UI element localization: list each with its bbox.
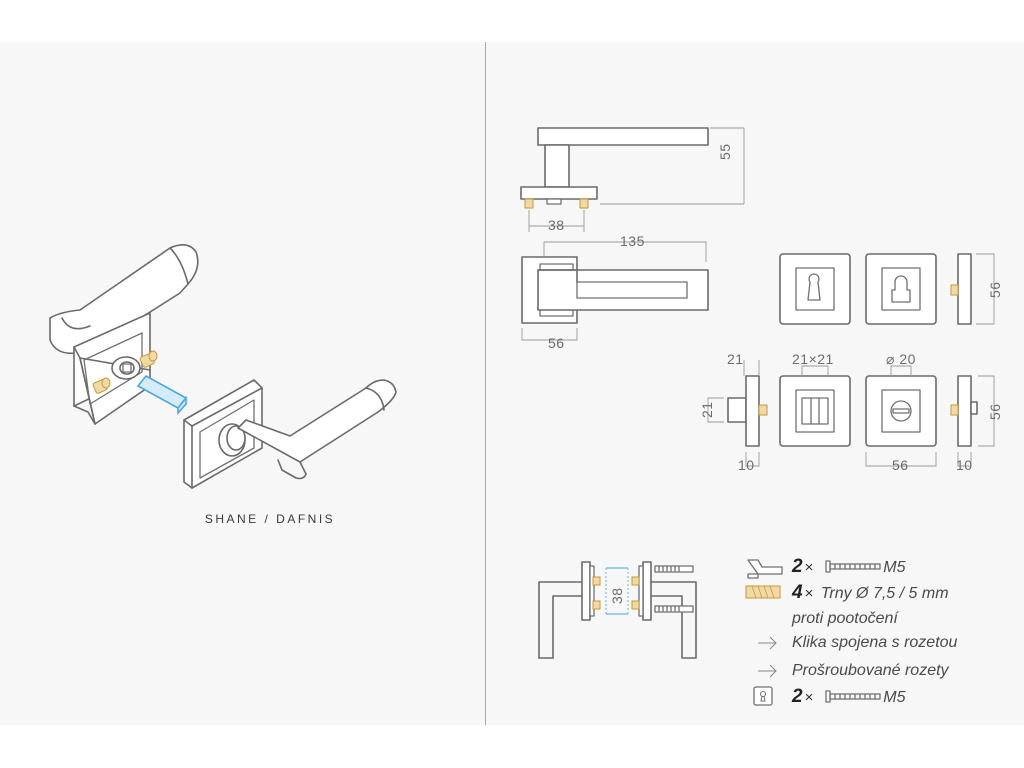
dim-wc-knob-depth: 21 — [699, 401, 715, 418]
dim-wc-diameter: ⌀ 20 — [886, 351, 916, 367]
legend-text: Trny Ø 7,5 / 5 mm — [820, 585, 949, 602]
product-name: SHANE / DAFNIS — [204, 512, 336, 526]
arrow-icon — [758, 636, 777, 678]
pin-icon — [745, 585, 781, 599]
legend-times: × — [804, 585, 814, 602]
legend-times: × — [804, 689, 814, 706]
screw-icon-2 — [825, 690, 881, 703]
front-rose — [183, 379, 263, 489]
escutcheon-screw-icon — [753, 686, 773, 706]
handle-top-view — [521, 241, 709, 341]
handle-side-view — [520, 127, 745, 232]
legend-text: Prošroubované rozety — [792, 662, 949, 679]
drawing-panel — [0, 42, 1024, 725]
legend-row-screws-lever: 2× M5 — [792, 556, 905, 578]
legend-count: 2 — [792, 556, 803, 577]
legend-times: × — [804, 559, 814, 576]
dim-rose-size: 56 — [548, 335, 565, 351]
dim-escutcheon-height: 56 — [987, 281, 1003, 298]
dim-depth-right: 10 — [956, 457, 973, 473]
dim-depth-left: 10 — [738, 457, 755, 473]
installation-section — [538, 561, 697, 659]
legend-text: M5 — [883, 559, 906, 576]
panel-divider — [485, 42, 486, 725]
wc-knob-side — [707, 360, 768, 467]
wc-thumbturn-rose — [779, 365, 851, 447]
screw-icon-1 — [825, 560, 881, 573]
front-lever — [237, 379, 397, 480]
back-lever — [49, 244, 199, 355]
legend-count: 2 — [792, 686, 803, 707]
wc-rose-side-right — [950, 375, 995, 467]
escutcheon-side — [950, 253, 995, 325]
dim-install-pin-spacing: 38 — [609, 587, 625, 604]
legend-row-pins: 4× Trny Ø 7,5 / 5 mm — [792, 582, 949, 604]
dim-handle-height: 55 — [717, 143, 733, 160]
legend-text: proti pootočení — [792, 610, 898, 627]
cylinder-escutcheon — [865, 253, 937, 325]
isometric-handle-illustration — [49, 244, 397, 489]
spindle — [136, 374, 188, 416]
dim-lever-length: 135 — [620, 233, 645, 249]
dim-wc-rose-size: 56 — [892, 457, 909, 473]
dim-wc-rose-height: 56 — [987, 403, 1003, 420]
legend-row-screwed-roses: Prošroubované rozety — [792, 662, 949, 680]
wc-indicator-rose — [865, 365, 937, 467]
dim-pin-spacing: 38 — [548, 217, 565, 233]
legend-row-screws-escutcheon: 2× M5 — [792, 686, 905, 708]
dim-wc-square: 21×21 — [792, 351, 834, 367]
legend-row-anti-rotation: proti pootočení — [792, 610, 898, 628]
legend-text: M5 — [883, 689, 906, 706]
legend-count: 4 — [792, 582, 803, 603]
key-escutcheon — [779, 253, 851, 325]
lever-screw-icon — [747, 559, 783, 579]
legend-row-lever-with-rose: Klika spojena s rozetou — [792, 634, 957, 652]
back-rose-pins — [92, 350, 158, 394]
legend-text: Klika spojena s rozetou — [792, 634, 958, 651]
dim-wc-knob-height: 21 — [727, 351, 744, 367]
